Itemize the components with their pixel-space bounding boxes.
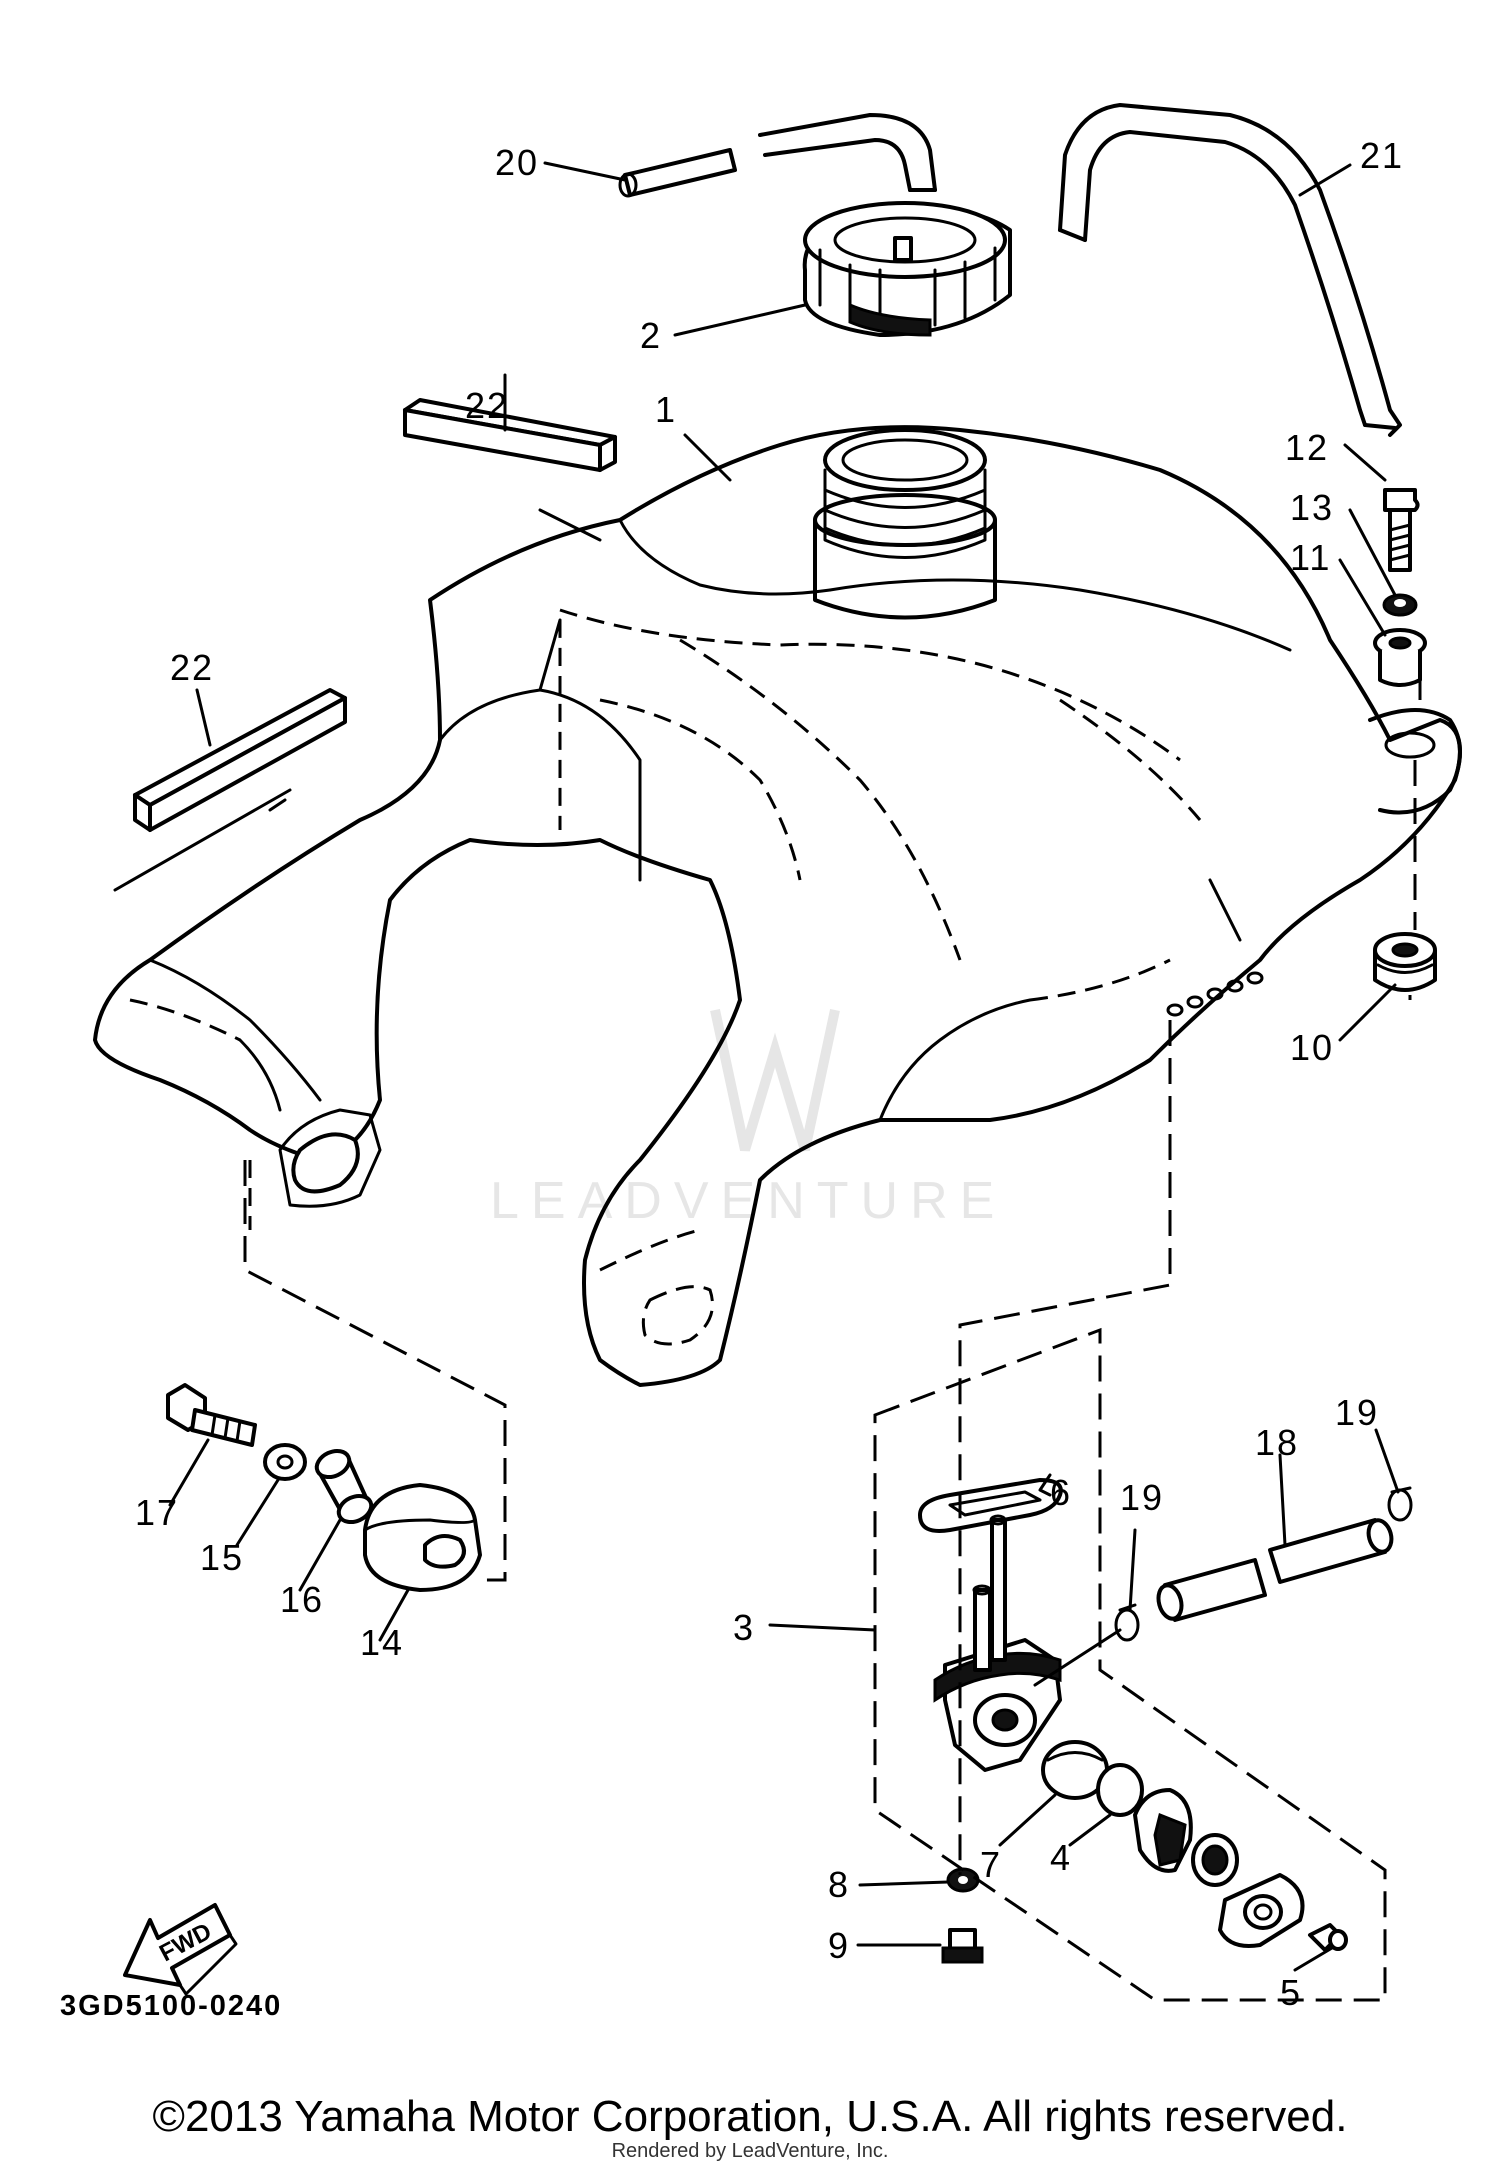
callout-7: 7 <box>980 1844 1002 1885</box>
diagram-code: 3GD5100-0240 <box>60 1990 282 2022</box>
watermark-text: LEADVENTURE <box>490 1172 1006 1230</box>
callout-21: 21 <box>1360 135 1404 176</box>
grommet-10 <box>1373 932 1437 992</box>
callout-14: 14 <box>360 1622 404 1663</box>
watermark: LEADVENTURE <box>490 1008 1006 1230</box>
callout-10: 10 <box>1290 1027 1334 1068</box>
callout-22-upper: 22 <box>465 385 509 426</box>
callout-22-lower: 22 <box>170 647 214 688</box>
callout-11: 11 <box>1290 537 1331 578</box>
seal-strip-lower <box>113 688 347 892</box>
washer-13 <box>1382 593 1418 617</box>
copyright-notice: ©2013 Yamaha Motor Corporation, U.S.A. A… <box>152 2092 1348 2141</box>
clip-19-upper <box>1387 1486 1413 1522</box>
breather-hose <box>618 113 937 198</box>
bolt-17 <box>166 1383 257 1447</box>
callout-12: 12 <box>1285 427 1329 468</box>
callout-15: 15 <box>200 1537 244 1578</box>
callout-8: 8 <box>828 1864 850 1905</box>
callout-2: 2 <box>640 315 662 356</box>
damper-14 <box>363 1483 482 1592</box>
bolt-12 <box>1383 488 1420 572</box>
washer-15 <box>263 1443 307 1481</box>
collar-11 <box>1373 628 1427 687</box>
callout-4: 4 <box>1050 1837 1072 1878</box>
fuel-tank <box>93 425 1462 1387</box>
callout-20: 20 <box>495 142 539 183</box>
fuel-cock-assembly <box>918 1478 1348 1964</box>
fwd-arrow-icon: FWD <box>123 1903 238 1996</box>
rendered-by-notice: Rendered by LeadVenture, Inc. <box>611 2140 889 2162</box>
callout-6: 6 <box>1050 1472 1072 1513</box>
callout-9: 9 <box>828 1925 850 1966</box>
seal-strip-upper <box>403 398 617 542</box>
collar-16 <box>314 1448 374 1525</box>
callout-labels: 20 21 2 22 1 12 13 11 22 10 17 15 16 14 … <box>135 135 1404 2013</box>
callout-16: 16 <box>280 1579 324 1620</box>
callout-17: 17 <box>135 1492 179 1533</box>
callout-19-lower: 19 <box>1120 1477 1164 1518</box>
clip-19-lower <box>1114 1603 1140 1642</box>
fuel-hose-18 <box>1156 1518 1394 1622</box>
callout-leaders <box>168 161 1400 1972</box>
callout-5: 5 <box>1280 1972 1302 2013</box>
callout-18: 18 <box>1255 1422 1299 1463</box>
fuel-cap <box>802 201 1012 337</box>
callout-13: 13 <box>1290 487 1334 528</box>
vent-holes <box>1166 971 1264 1017</box>
callout-3: 3 <box>733 1607 755 1648</box>
filler-neck <box>813 428 997 620</box>
assembly-lines <box>243 675 1422 2002</box>
tank-strap <box>1058 103 1402 437</box>
callout-19-upper: 19 <box>1335 1392 1379 1433</box>
callout-1: 1 <box>655 389 677 430</box>
